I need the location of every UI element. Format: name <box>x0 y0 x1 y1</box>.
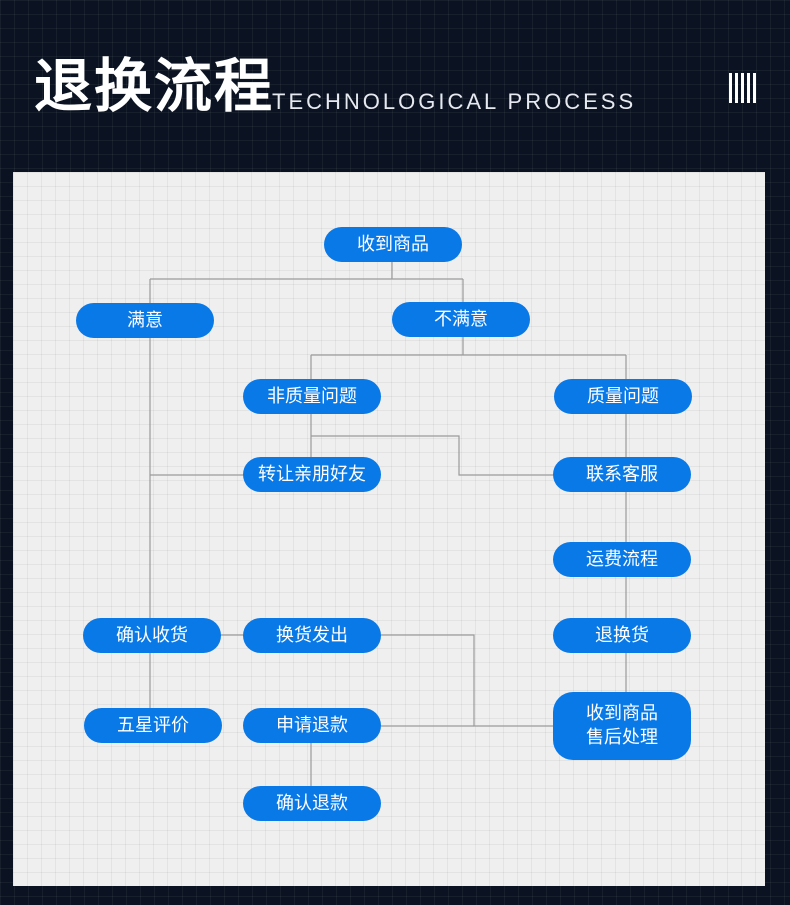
page-subtitle: TECHNOLOGICAL PROCESS <box>272 89 637 114</box>
flowchart-panel: 收到商品 满意 不满意 非质量问题 质量问题 转让亲朋好友 联系客服 运费流程 … <box>13 172 765 886</box>
connector-not-satisfied <box>310 336 627 379</box>
node-satisfied: 满意 <box>76 303 214 338</box>
vertical-bars-icon <box>729 73 759 103</box>
node-five-star-review: 五星评价 <box>84 708 222 743</box>
connector-root <box>149 261 464 303</box>
node-confirm-receipt: 确认收货 <box>83 618 221 653</box>
node-contact-service: 联系客服 <box>553 457 691 492</box>
node-return-exchange: 退换货 <box>553 618 691 653</box>
connector-exchange-aftersales <box>381 634 554 727</box>
node-apply-refund: 申请退款 <box>243 708 381 743</box>
connector-lines <box>149 261 627 786</box>
node-not-satisfied: 不满意 <box>392 302 530 337</box>
node-transfer-to-friends: 转让亲朋好友 <box>243 457 381 492</box>
node-exchange-shipped: 换货发出 <box>243 618 381 653</box>
node-shipping-process: 运费流程 <box>553 542 691 577</box>
node-receive-after-sales: 收到商品 售后处理 <box>553 692 691 760</box>
node-quality-issue: 质量问题 <box>554 379 692 414</box>
connector-non-quality <box>310 413 554 476</box>
node-receive-goods: 收到商品 <box>324 227 462 262</box>
page-title: 退换流程 <box>34 52 275 120</box>
node-confirm-refund: 确认退款 <box>243 786 381 821</box>
node-non-quality-issue: 非质量问题 <box>243 379 381 414</box>
